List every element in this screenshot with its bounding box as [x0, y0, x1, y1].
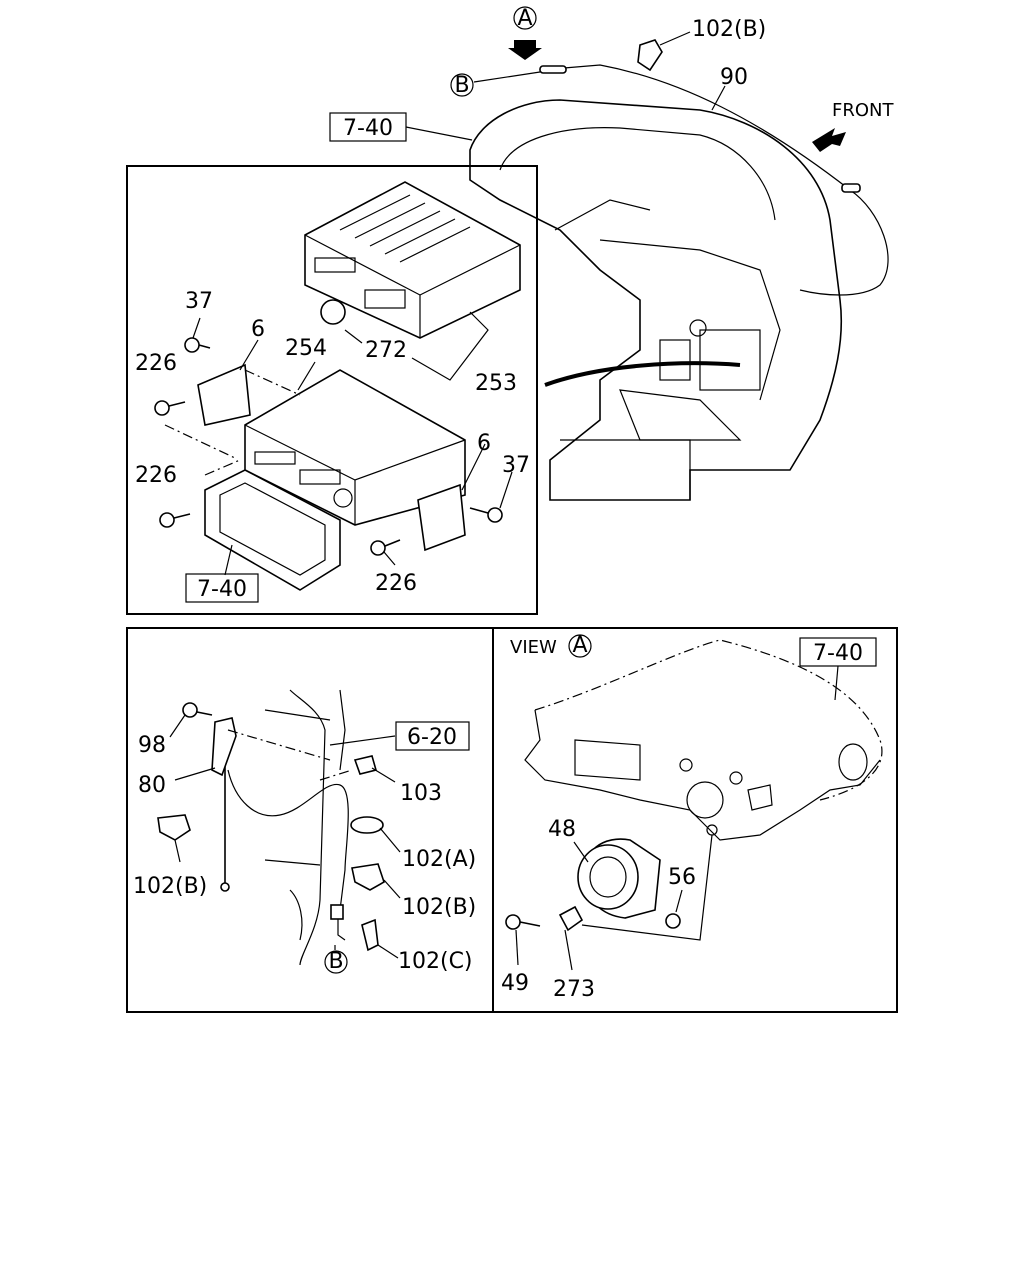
label-98: 98	[138, 733, 166, 758]
bracket-273	[558, 905, 584, 932]
label-6-left: 6	[251, 317, 265, 342]
label-102a: 102(A)	[402, 847, 476, 872]
label-254: 254	[285, 336, 327, 361]
label-48: 48	[548, 817, 576, 842]
screw-49	[505, 914, 541, 930]
label-226-bottom: 226	[375, 571, 417, 596]
screw-37-left	[184, 337, 211, 353]
label-37-right: 37	[502, 453, 530, 478]
nut-56	[665, 913, 681, 929]
radio-installation-panel: 37 6 226 254 272 253 226 6 37 226 7-40	[126, 165, 538, 615]
view-text: VIEW	[510, 637, 557, 658]
label-49: 49	[501, 971, 529, 996]
label-7-40-top: 7-40	[343, 116, 393, 141]
label-102c: 102(C)	[398, 949, 473, 974]
speaker-48	[577, 838, 661, 919]
bolt-226-left-upper	[154, 400, 186, 416]
view-a-speaker-panel: VIEW A 7-40 48 56 49 273	[492, 627, 898, 1013]
view-a-marker-top: A	[517, 6, 532, 31]
label-56: 56	[668, 865, 696, 890]
label-102b: 102(B)	[402, 895, 476, 920]
dashboard-overview: A 102(B) 90 FRONT B 7-40	[329, 6, 894, 501]
front-label: FRONT	[832, 100, 894, 121]
label-253: 253	[475, 371, 517, 396]
label-103: 103	[400, 781, 442, 806]
label-6-right: 6	[477, 431, 491, 456]
marker-b-bottom: B	[328, 949, 343, 974]
label-6-20: 6-20	[407, 725, 457, 750]
clip-102b-left	[157, 814, 191, 841]
label-90: 90	[720, 65, 748, 90]
label-102b-left: 102(B)	[133, 874, 207, 899]
label-226-lower: 226	[135, 463, 177, 488]
label-102b-top: 102(B)	[692, 17, 766, 42]
label-273: 273	[553, 977, 595, 1002]
screw-37-right	[469, 507, 503, 523]
label-80: 80	[138, 773, 166, 798]
grommet-103	[353, 755, 377, 775]
label-7-40-view: 7-40	[813, 641, 863, 666]
bolt-226-left-lower	[159, 512, 191, 528]
clip-102c	[361, 918, 379, 952]
clip-102a	[350, 816, 384, 834]
marker-b-top: B	[454, 73, 469, 98]
clip-102b	[351, 863, 385, 891]
label-7-40-trim: 7-40	[197, 577, 247, 602]
label-272: 272	[365, 338, 407, 363]
bolt-226-bottom	[370, 539, 401, 556]
view-marker-a: A	[572, 633, 587, 658]
label-37-left: 37	[185, 289, 213, 314]
antenna-installation-panel: 98 80 102(B) 6-20 103 102(A) 102(B) 102(…	[126, 627, 494, 1013]
bolt-98	[182, 702, 213, 718]
label-226-upper: 226	[135, 351, 177, 376]
